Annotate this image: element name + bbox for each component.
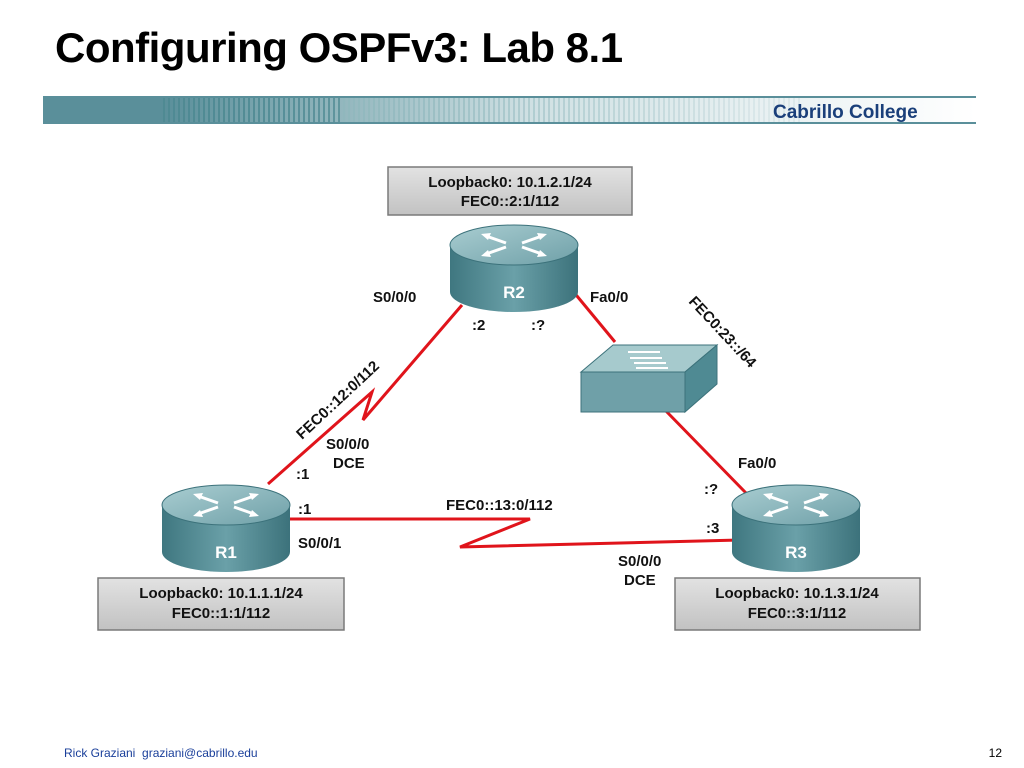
r3-loopback-label: Loopback0: 10.1.3.1/24 bbox=[715, 585, 879, 602]
r1-ipv6-label: FEC0::1:1/112 bbox=[172, 605, 270, 622]
r2-s000-host-label: :2 bbox=[472, 317, 485, 334]
r1-s000-interface-label: S0/0/0 bbox=[326, 436, 369, 453]
router-icon-r2: R2 bbox=[449, 224, 579, 312]
link-switch-r3 bbox=[663, 408, 748, 495]
r3-s000-host-label: :3 bbox=[706, 520, 719, 537]
r3-fa00-host-label: :? bbox=[704, 481, 718, 498]
page-number: 12 bbox=[988, 746, 1002, 760]
r2-s000-interface-label: S0/0/0 bbox=[373, 289, 416, 306]
r1-s000-host-label: :1 bbox=[296, 466, 309, 483]
r1-r3-network-label: FEC0::13:0/112 bbox=[446, 497, 553, 514]
r1-info-box: Loopback0: 10.1.1.1/24 FEC0::1:1/112 bbox=[97, 577, 345, 631]
r3-s000-interface-label: S0/0/0 bbox=[618, 553, 661, 570]
router-icon-r3: R3 bbox=[731, 484, 861, 572]
router-icon-r1: R1 bbox=[161, 484, 291, 572]
r1-name-label: R1 bbox=[215, 543, 237, 562]
r3-name-label: R3 bbox=[785, 543, 807, 562]
r3-s000-dce-label: DCE bbox=[624, 572, 656, 589]
slide-title: Configuring OSPFv3: Lab 8.1 bbox=[55, 24, 623, 71]
link-r1-r3 bbox=[290, 517, 741, 549]
brand-label: Cabrillo College bbox=[773, 102, 918, 123]
banner-stripes bbox=[43, 96, 976, 124]
r2-fa00-interface-label: Fa0/0 bbox=[590, 289, 628, 306]
r2-name-label: R2 bbox=[503, 283, 525, 302]
r3-ipv6-label: FEC0::3:1/112 bbox=[748, 605, 846, 622]
r1-loopback-label: Loopback0: 10.1.1.1/24 bbox=[139, 585, 303, 602]
r3-info-box: Loopback0: 10.1.3.1/24 FEC0::3:1/112 bbox=[674, 577, 921, 631]
r2-fa00-host-label: :? bbox=[531, 317, 545, 334]
r1-s001-host-label: :1 bbox=[298, 501, 311, 518]
r1-s001-interface-label: S0/0/1 bbox=[298, 535, 341, 552]
r3-fa00-interface-label: Fa0/0 bbox=[738, 455, 776, 472]
r2-loopback-label: Loopback0: 10.1.2.1/24 bbox=[428, 174, 592, 191]
switch-icon bbox=[579, 343, 719, 414]
link-r2-switch bbox=[570, 289, 617, 343]
r2-info-box: Loopback0: 10.1.2.1/24 FEC0::2:1/112 bbox=[387, 166, 633, 216]
footer-author: Rick Graziani graziani@cabrillo.edu bbox=[64, 746, 258, 760]
link-r1-r2 bbox=[267, 304, 464, 486]
r1-s000-dce-label: DCE bbox=[333, 455, 365, 472]
r2-ipv6-label: FEC0::2:1/112 bbox=[461, 193, 559, 210]
